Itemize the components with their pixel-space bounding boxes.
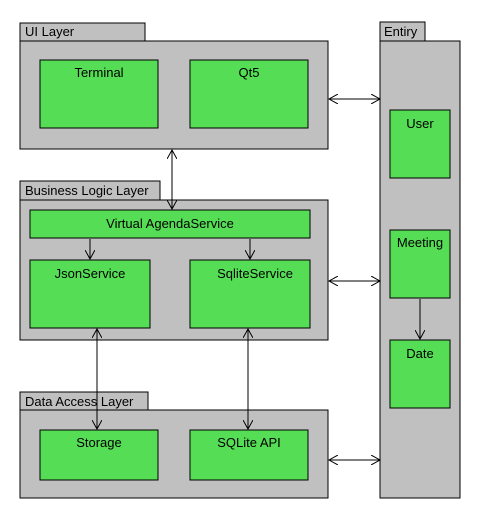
ui-layer-title: UI Layer <box>25 24 75 39</box>
user-label: User <box>406 116 434 131</box>
json-service-label: JsonService <box>55 266 126 281</box>
agenda-service-component <box>29 209 311 239</box>
user-component <box>389 109 451 179</box>
business-logic-layer-package: Business Logic Layer Virtual AgendaServi… <box>19 180 329 341</box>
ui-layer-package: UI Layer Terminal Qt5 <box>19 22 329 150</box>
entity-package: Entiry User Meeting Date <box>379 21 461 499</box>
meeting-label: Meeting <box>397 235 443 250</box>
sqlite-service-component <box>189 259 311 329</box>
date-component <box>389 339 451 409</box>
date-label: Date <box>406 346 433 361</box>
meeting-component <box>389 229 451 299</box>
business-layer-title: Business Logic Layer <box>25 183 149 198</box>
json-service-component <box>29 259 151 329</box>
sqlite-api-label: SQLite API <box>217 435 281 450</box>
terminal-label: Terminal <box>74 65 123 80</box>
qt5-component <box>189 59 309 129</box>
data-access-layer-package: Data Access Layer Storage SQLite API <box>19 391 329 499</box>
agenda-service-label: Virtual AgendaService <box>106 216 234 231</box>
qt5-label: Qt5 <box>239 65 260 80</box>
storage-label: Storage <box>76 435 122 450</box>
connectors <box>90 99 420 460</box>
storage-component <box>39 429 159 481</box>
terminal-component <box>39 59 159 129</box>
data-layer-title: Data Access Layer <box>25 394 134 409</box>
sqlite-api-component <box>189 429 309 481</box>
entity-title: Entiry <box>384 24 418 39</box>
sqlite-service-label: SqliteService <box>217 266 293 281</box>
